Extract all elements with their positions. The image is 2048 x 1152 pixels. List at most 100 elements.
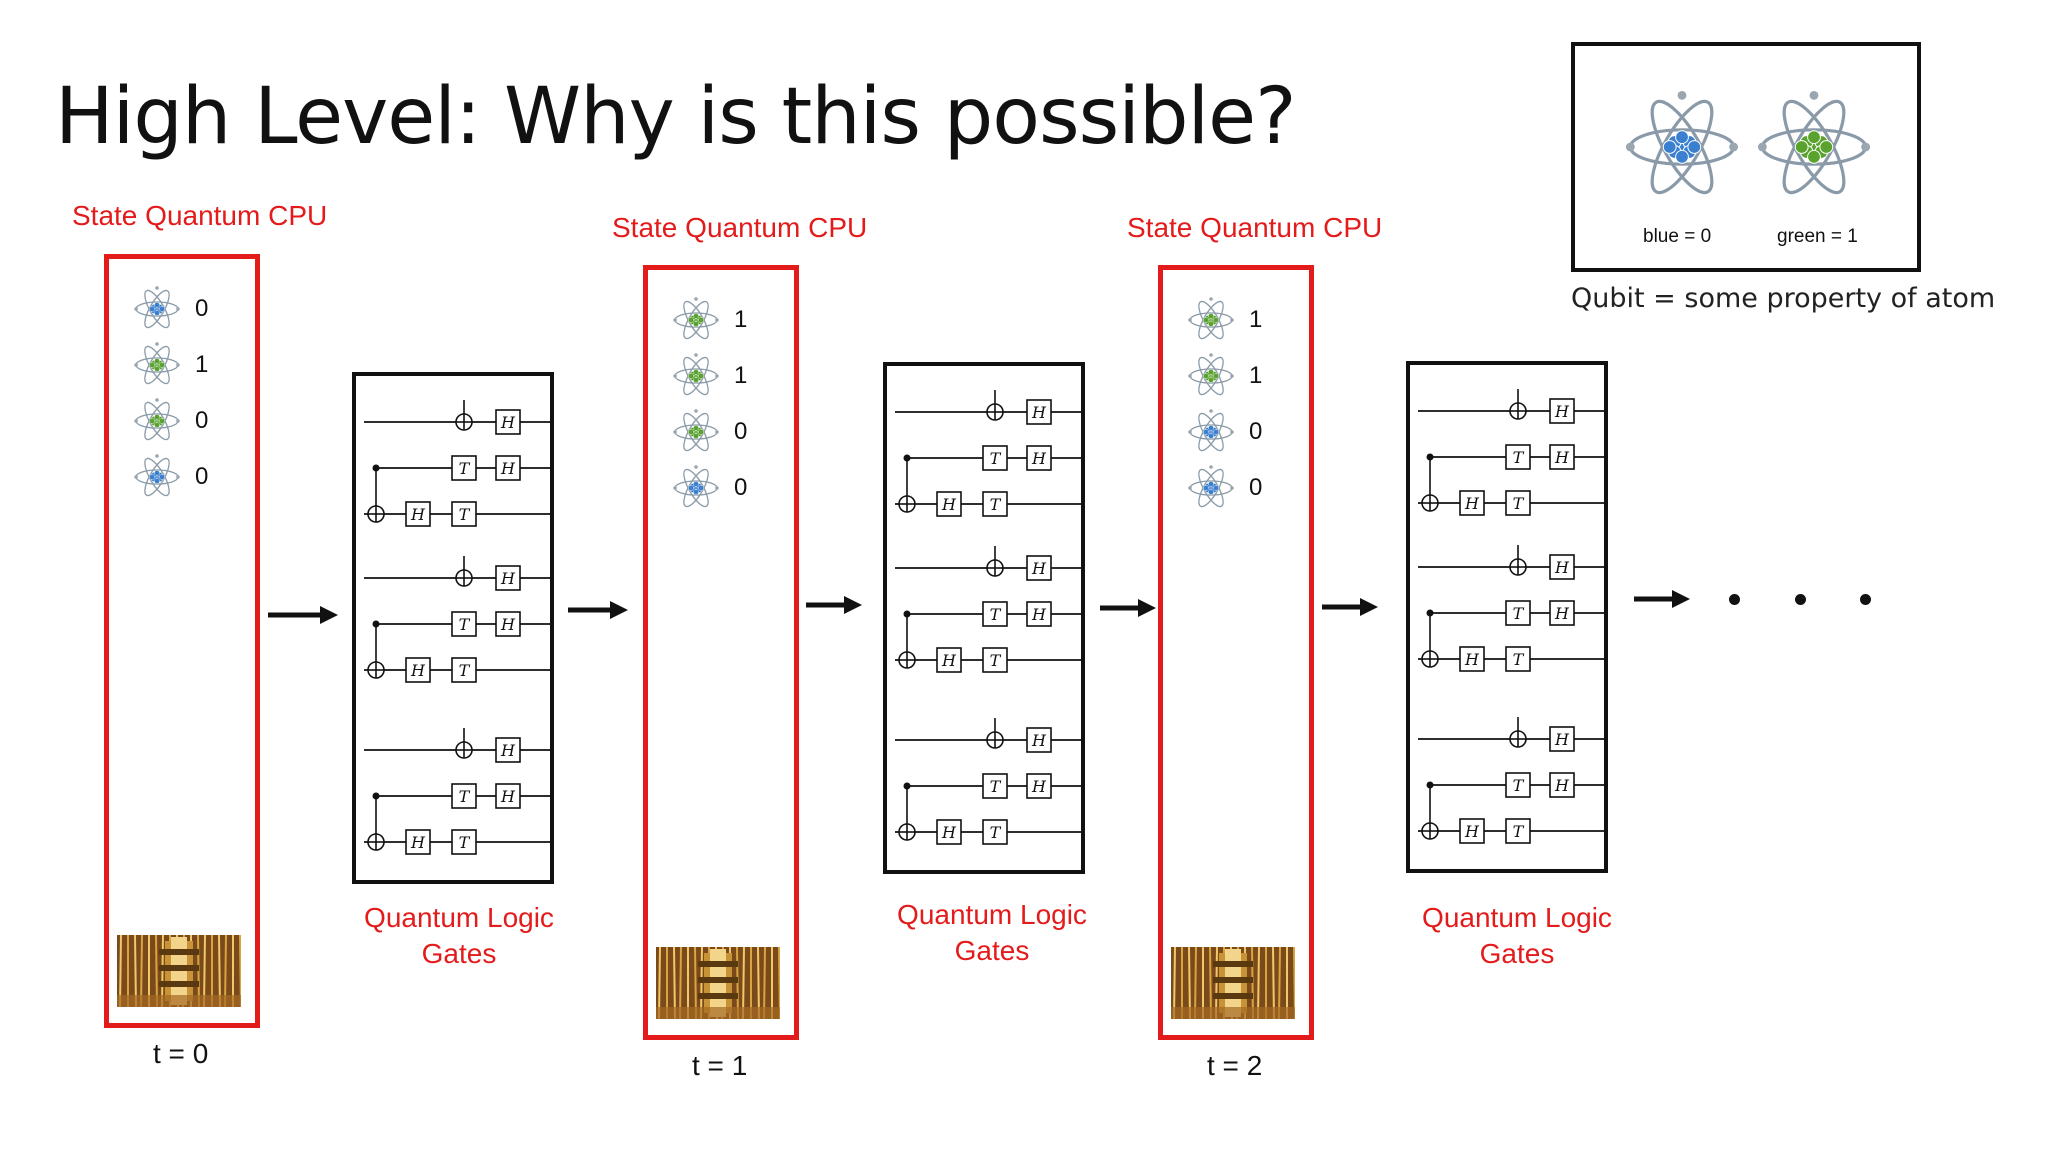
qubit-row: 1: [133, 341, 208, 389]
svg-text:H: H: [1031, 605, 1047, 624]
state-label-2: State Quantum CPU: [1127, 212, 1383, 243]
svg-text:T: T: [1513, 822, 1525, 841]
svg-text:H: H: [1464, 650, 1480, 669]
qubit-row: 0: [672, 464, 747, 512]
atom-icon: [673, 297, 719, 340]
state-label-1: State Quantum CPU: [612, 212, 868, 243]
qubit-value: 0: [195, 463, 209, 490]
svg-text:T: T: [459, 459, 471, 478]
svg-text:H: H: [941, 651, 957, 670]
qubit-value: 0: [734, 474, 748, 501]
time-label-0: t = 0: [153, 1038, 209, 1069]
svg-text:T: T: [459, 661, 471, 680]
svg-text:H: H: [1031, 449, 1047, 468]
svg-text:H: H: [1464, 494, 1480, 513]
svg-text:H: H: [941, 823, 957, 842]
qubit-value: 1: [734, 362, 748, 389]
qubit-row: 0: [1187, 464, 1262, 512]
svg-text:T: T: [990, 777, 1002, 796]
qubit-value: 1: [734, 306, 748, 333]
right-arrow-icon: [1322, 598, 1378, 616]
svg-text:H: H: [500, 741, 516, 760]
qubit-row: 1: [672, 296, 747, 344]
atom-icon: [134, 342, 180, 385]
qubit-row: 1: [672, 352, 747, 400]
svg-text:H: H: [500, 615, 516, 634]
qubit-legend: blue = 0 green = 1: [1571, 42, 1921, 272]
right-arrow-icon: [1634, 590, 1690, 608]
svg-text:H: H: [1031, 731, 1047, 750]
atom-icon: [134, 398, 180, 441]
time-label-2: t = 2: [1207, 1050, 1263, 1081]
atom-icon: [134, 454, 180, 497]
atom-icon: [1188, 353, 1234, 396]
state-cpu-box-1: 1 1 0 0: [643, 265, 799, 1040]
state-label-0: State Quantum CPU: [72, 200, 328, 231]
svg-text:H: H: [410, 505, 426, 524]
quantum-machine-photo: [117, 935, 241, 1007]
gates-label-line2: Gates: [1479, 938, 1555, 969]
svg-text:H: H: [1031, 777, 1047, 796]
qubit-value: 1: [1249, 362, 1263, 389]
svg-text:T: T: [459, 505, 471, 524]
atom-icon: [1188, 297, 1234, 340]
qubit-row: 0: [1187, 408, 1262, 456]
qubit-value: 0: [1249, 474, 1263, 501]
svg-text:T: T: [990, 823, 1002, 842]
ellipsis-dot: [1795, 594, 1806, 605]
qubit-row: 0: [672, 408, 747, 456]
time-label-1: t = 1: [692, 1050, 748, 1081]
svg-text:H: H: [500, 787, 516, 806]
svg-text:T: T: [990, 449, 1002, 468]
gates-label-line1: Quantum Logic: [364, 902, 554, 933]
atom-icon: [1188, 409, 1234, 452]
qubit-value: 0: [195, 407, 209, 434]
qubit-row: 0: [133, 453, 208, 501]
qubit-value: 0: [195, 295, 209, 322]
qubit-value: 1: [1249, 306, 1263, 333]
atom-icon: [134, 286, 180, 329]
svg-text:H: H: [410, 833, 426, 852]
right-arrow-icon: [268, 606, 338, 624]
ellipsis-dot: [1860, 594, 1871, 605]
gates-label-1: Quantum Logic Gates: [882, 897, 1102, 969]
svg-text:H: H: [410, 661, 426, 680]
gates-label-line1: Quantum Logic: [897, 899, 1087, 930]
state-cpu-box-2: 1 1 0 0: [1158, 265, 1314, 1040]
gates-label-line2: Gates: [421, 938, 497, 969]
svg-text:T: T: [990, 495, 1002, 514]
svg-text:H: H: [500, 413, 516, 432]
qubit-value: 0: [734, 418, 748, 445]
legend-green-label: green = 1: [1777, 226, 1858, 247]
atom-icon: [673, 353, 719, 396]
right-arrow-icon: [1100, 599, 1156, 617]
svg-text:T: T: [459, 833, 471, 852]
right-arrow-icon: [806, 596, 862, 614]
atom-icon: [1188, 465, 1234, 508]
qubit-value: 0: [1249, 418, 1263, 445]
svg-text:T: T: [1513, 494, 1525, 513]
svg-text:H: H: [941, 495, 957, 514]
state-cpu-box-0: 0 1 0 0: [104, 254, 260, 1028]
gates-label-line1: Quantum Logic: [1422, 902, 1612, 933]
svg-text:T: T: [990, 651, 1002, 670]
svg-text:H: H: [1554, 604, 1570, 623]
svg-text:T: T: [1513, 604, 1525, 623]
svg-text:H: H: [1554, 730, 1570, 749]
svg-text:T: T: [1513, 650, 1525, 669]
svg-text:H: H: [1554, 558, 1570, 577]
svg-text:H: H: [1464, 822, 1480, 841]
quantum-machine-photo: [656, 947, 780, 1019]
svg-text:T: T: [1513, 448, 1525, 467]
svg-text:H: H: [1031, 559, 1047, 578]
gates-label-line2: Gates: [954, 935, 1030, 966]
slide-title: High Level: Why is this possible?: [55, 72, 1297, 162]
qubit-row: 1: [1187, 352, 1262, 400]
atom-icon: [673, 465, 719, 508]
svg-text:T: T: [459, 615, 471, 634]
